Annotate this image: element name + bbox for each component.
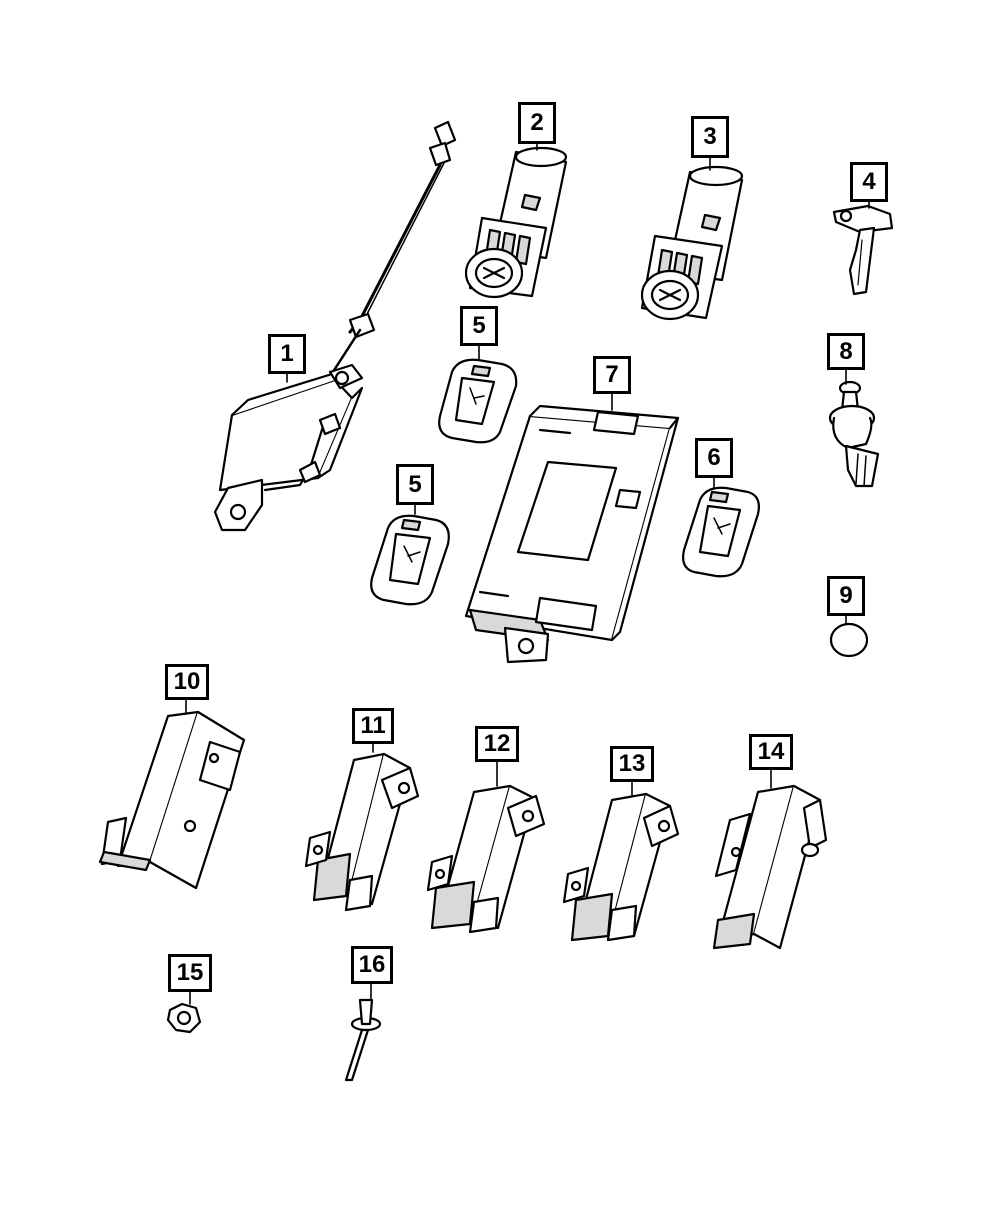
callout-16: 16 — [351, 946, 393, 984]
callout-11: 11 — [352, 708, 394, 744]
part-2-ignition-cylinder — [464, 146, 568, 299]
callout-12: 12 — [475, 726, 519, 762]
callout-15: 15 — [168, 954, 212, 992]
callout-6: 6 — [695, 438, 733, 478]
callout-5-upper: 5 — [460, 306, 498, 346]
part-11-sensor-module — [304, 752, 420, 912]
part-5-key-fob-upper — [438, 358, 518, 444]
part-1-antenna-module — [213, 120, 457, 532]
leader-lines — [185, 143, 870, 1005]
callout-3: 3 — [691, 116, 729, 158]
part-16-rivet — [344, 998, 382, 1082]
part-10-receiver-module — [98, 710, 246, 890]
callout-1: 1 — [268, 334, 306, 374]
callout-5-lower: 5 — [396, 464, 434, 505]
part-6-key-fob — [682, 486, 760, 578]
part-9-coin-battery — [829, 622, 869, 658]
callout-4: 4 — [850, 162, 888, 202]
callout-13: 13 — [610, 746, 654, 782]
part-7-control-module — [464, 404, 680, 664]
part-8-lock-cylinder — [828, 380, 880, 488]
part-12-sensor-module — [426, 784, 546, 934]
callout-8: 8 — [827, 333, 865, 370]
callout-9: 9 — [827, 576, 865, 616]
callout-2: 2 — [518, 102, 556, 144]
callout-10: 10 — [165, 664, 209, 700]
part-15-nut — [166, 1002, 202, 1034]
callout-14: 14 — [749, 734, 793, 770]
part-4-key — [832, 204, 894, 296]
part-14-sensor-module — [712, 784, 828, 950]
callout-7: 7 — [593, 356, 631, 394]
part-5-key-fob-lower — [370, 514, 450, 606]
part-3-ignition-cylinder — [640, 165, 744, 321]
part-13-sensor-module — [562, 792, 680, 942]
